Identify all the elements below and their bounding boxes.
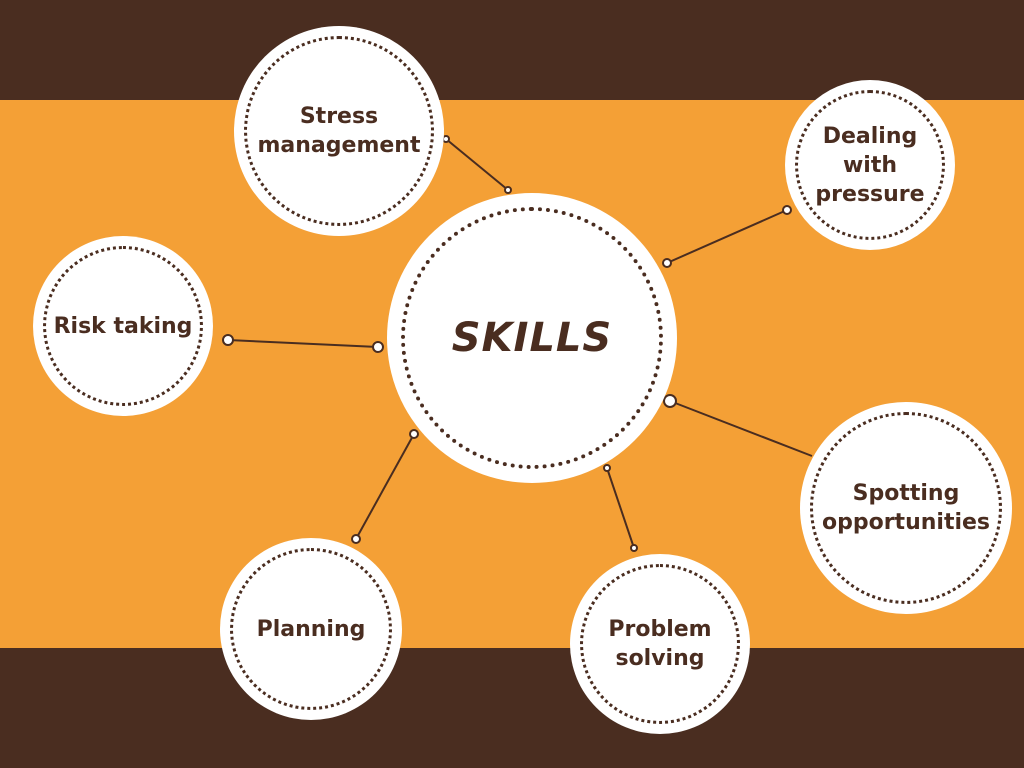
node-label: Risk taking [53,313,193,339]
node-label: Planning [256,616,366,642]
node-label: Problem solving [608,617,712,671]
bottom-band [0,648,1024,768]
connector-spotting [669,400,813,457]
connector-end-dot [442,135,450,143]
node-problem-solving: Problem solving [570,554,750,734]
node-dealing-with-pressure: Dealing with pressure [785,80,955,250]
connector-end-dot [662,258,672,268]
connector-risk [227,339,379,348]
connector-end-dot [630,544,638,552]
connector-end-dot [504,186,512,194]
center-title: SKILLS [451,315,613,361]
connector-end-dot [782,205,792,215]
connector-end-dot [409,429,419,439]
node-planning: Planning [220,538,402,720]
center-node-skills: SKILLS [387,193,677,483]
node-stress-management: Stress management [234,26,444,236]
node-spotting-opportunities: Spotting opportunities [800,402,1012,614]
connector-end-dot [351,534,361,544]
connector-dealing [666,209,788,264]
connector-planning [355,433,415,540]
connector-end-dot [222,334,234,346]
node-label: Stress management [257,104,421,158]
node-label: Spotting opportunities [821,481,991,535]
connector-stress [445,138,509,191]
node-label: Dealing with pressure [815,123,925,207]
node-risk-taking: Risk taking [33,236,213,416]
connector-end-dot [372,341,384,353]
connector-end-dot [663,394,677,408]
connector-end-dot [603,464,611,472]
connector-problem [606,467,635,549]
